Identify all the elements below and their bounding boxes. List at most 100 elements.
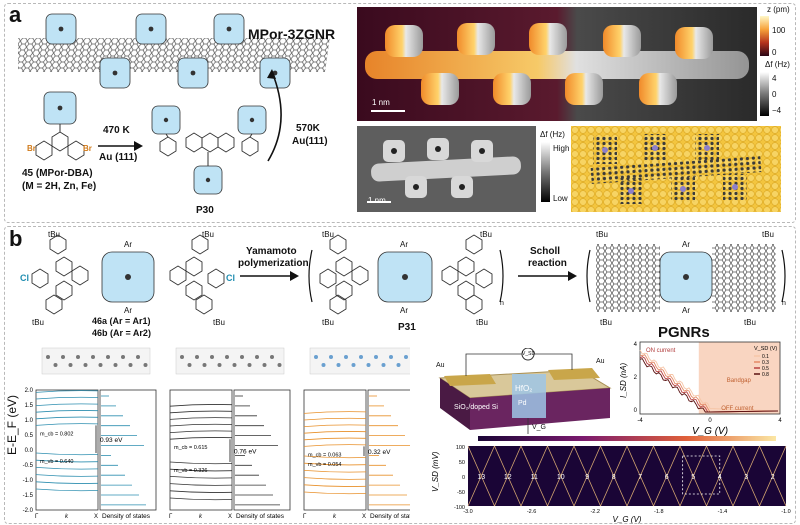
charge-number: 6	[665, 474, 669, 481]
ribbon-atom	[136, 355, 140, 359]
zoom-box	[682, 455, 721, 495]
tbu-pgnr-1: tBu	[596, 230, 609, 239]
diamond-edge	[653, 445, 681, 507]
conduction-band	[303, 444, 367, 447]
diamond-x-tick: -1.8	[654, 509, 663, 515]
mpor-3zgnr-structure	[18, 13, 330, 89]
n-pgnr: n	[782, 300, 786, 307]
ribbon-atom	[128, 363, 133, 367]
band-y-tick: -1.0	[23, 478, 34, 484]
valence-band	[303, 491, 367, 495]
tbu-pgnr-3: tBu	[600, 318, 613, 327]
tbu-pgnr-2: tBu	[762, 230, 775, 239]
reaction2-arrow	[518, 271, 577, 281]
p30-structure	[151, 105, 267, 195]
device-sio2: SiO₂/doped Si	[454, 404, 498, 411]
device-au-right: Au	[596, 358, 605, 365]
diamond-edge	[732, 445, 760, 507]
reaction2-line1: Scholl	[530, 246, 561, 257]
conduction-band	[35, 423, 99, 426]
diamond-x-tick: -3.0	[463, 509, 472, 515]
transfer-x-tick: -4	[637, 418, 643, 424]
cbar-df-tick-low: −4	[772, 106, 782, 115]
band-gap-label: 0.93 eV	[100, 437, 123, 444]
mcb-label: m_cb = 0.063	[308, 452, 341, 458]
ribbon-atom	[396, 363, 401, 367]
scale-bar-bottom: 1 nm	[368, 196, 386, 205]
diamond-y-tick: 0	[462, 475, 465, 481]
legend-entry: 0.5	[762, 366, 769, 372]
ribbon-atom	[270, 355, 274, 359]
transfer-ylabel: I_SD (nA)	[619, 363, 628, 398]
diamond-colorbar	[478, 436, 776, 441]
charge-number: 12	[504, 474, 512, 481]
ribbon-atom	[46, 355, 50, 359]
device-schematic	[438, 348, 612, 434]
dos-label: Density of states	[102, 513, 151, 520]
ribbon-atom	[217, 363, 222, 367]
step2-surface: Au(111)	[292, 136, 328, 147]
step1-arrow	[98, 141, 143, 151]
ribbon-atom	[247, 363, 252, 367]
ribbon-atom	[210, 355, 214, 359]
transfer-xlabel: V_G (V)	[692, 426, 728, 437]
coulomb-diamond-plot: 051312111098765432100500-50-100-3.0-2.6-…	[431, 436, 791, 524]
ribbon-atom	[76, 355, 80, 359]
valence-band	[35, 467, 99, 470]
band-y-tick: 0.5	[25, 433, 34, 439]
charge-number: 10	[557, 474, 565, 481]
tbu-1: tBu	[48, 230, 61, 239]
pgnr-structure	[586, 244, 786, 312]
transfer-x-tick: 4	[778, 418, 782, 424]
device-hfo2: HfO₂	[515, 384, 533, 393]
cl-left: Cl	[20, 273, 29, 283]
n-p31: n	[500, 300, 504, 307]
band-y-tick: -2.0	[23, 508, 34, 514]
valence-band	[169, 490, 233, 493]
tbu-4: tBu	[213, 318, 226, 327]
band-y-tick: 1.5	[25, 403, 34, 409]
x-tick-gamma: Γ	[35, 514, 39, 520]
diamond-cbar-tick-high: 5	[773, 436, 776, 437]
charge-number: 11	[531, 474, 538, 481]
ribbon-model-0	[41, 347, 151, 375]
diamond-x-tick: -2.6	[527, 509, 536, 515]
conduction-band	[303, 431, 367, 434]
ribbon-model-2	[309, 347, 410, 375]
ar-top-p31: Ar	[400, 240, 408, 249]
ribbon-atom	[195, 355, 199, 359]
x-tick-x: X	[228, 514, 232, 520]
ribbon-atom	[53, 363, 58, 367]
panel-b-label: b	[9, 226, 23, 251]
ar-top-46: Ar	[124, 240, 132, 249]
band-y-tick: 2.0	[25, 388, 34, 394]
band-y-tick: 1.0	[25, 418, 34, 424]
legend-entry: 0.3	[762, 360, 769, 366]
ribbon-atom	[404, 355, 408, 359]
dos-frame-1	[233, 389, 291, 511]
off-current-label: OFF current	[721, 406, 754, 412]
transfer-frame	[639, 341, 781, 415]
bandgap-label: Bandgap	[727, 378, 752, 384]
afm-image	[357, 126, 536, 212]
ribbon-atom	[277, 363, 282, 367]
dos-label: Density of states	[370, 513, 410, 520]
conduction-band	[169, 410, 233, 414]
p31-structure	[308, 234, 504, 315]
valence-band	[169, 497, 233, 501]
ribbon-atom	[381, 363, 386, 367]
tbu-2: tBu	[202, 230, 215, 239]
tbu-p31-1: tBu	[322, 230, 335, 239]
charge-number: 3	[744, 474, 748, 481]
transfer-curve	[639, 356, 779, 413]
legend-title: V_SD (V)	[754, 346, 777, 352]
device-vg: V_G	[532, 424, 547, 431]
valence-band	[303, 484, 367, 487]
conduction-band	[169, 404, 233, 407]
transfer-curve	[639, 349, 779, 412]
diamond-edge	[759, 445, 787, 507]
valence-band	[35, 481, 99, 484]
bandgap-region	[698, 342, 780, 414]
on-current-label: ON current	[646, 348, 676, 354]
